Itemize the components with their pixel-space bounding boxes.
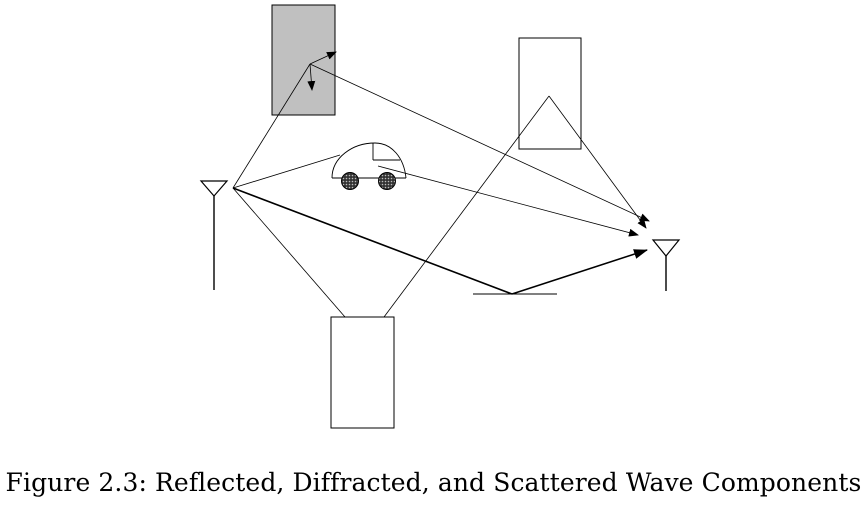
propagation-diagram <box>199 4 681 429</box>
scattered-path-car <box>232 154 639 237</box>
receiver-antenna-icon <box>651 239 681 291</box>
reflected-path-building <box>232 51 650 222</box>
reflecting-building-shaded <box>271 4 336 116</box>
scattering-building-bottom <box>330 316 395 429</box>
diffracted-path <box>232 95 647 318</box>
ground-reflected-path <box>232 187 648 295</box>
car-icon <box>331 142 407 190</box>
diffracting-building-right <box>518 37 582 150</box>
figure-caption: Figure 2.3: Reflected, Diffracted, and S… <box>5 468 862 497</box>
transmitter-antenna-icon <box>199 180 229 290</box>
